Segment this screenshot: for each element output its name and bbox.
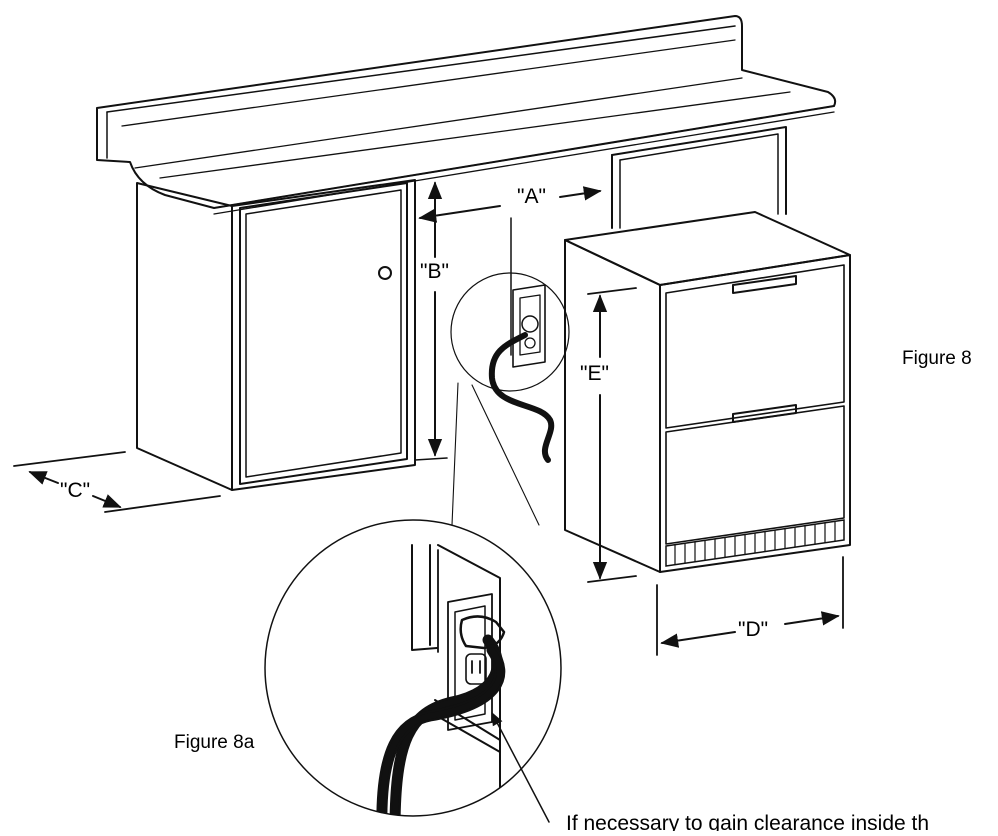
base-cabinet bbox=[136, 179, 416, 491]
kick-plate-grille bbox=[665, 519, 845, 567]
outlet-detail-callout-circle bbox=[450, 272, 570, 392]
dimension-label-d: "D" bbox=[738, 618, 768, 641]
power-cord bbox=[488, 332, 555, 463]
plug-icon bbox=[459, 615, 506, 650]
clearance-note: If necessary to gain clearance inside th bbox=[566, 812, 929, 831]
dimension-label-e: "E" bbox=[580, 362, 609, 385]
upper-drawer-handle bbox=[732, 275, 797, 294]
lower-drawer-handle bbox=[732, 404, 797, 423]
countertop bbox=[96, 15, 837, 215]
cabinet-knob-icon bbox=[378, 266, 392, 280]
figure-8-caption: Figure 8 bbox=[902, 348, 972, 369]
dimension-lines bbox=[13, 181, 844, 656]
outlet-detail-magnifier bbox=[264, 519, 562, 817]
refrigerator-unit bbox=[564, 211, 851, 573]
figure-8a-caption: Figure 8a bbox=[174, 732, 255, 753]
dimension-label-b: "B" bbox=[420, 260, 449, 283]
dimension-label-c: "C" bbox=[60, 479, 90, 502]
wall-outlet bbox=[510, 217, 546, 368]
note-leader-line bbox=[491, 711, 550, 823]
right-cabinet-door bbox=[611, 126, 787, 229]
dimension-label-a: "A" bbox=[517, 185, 546, 208]
